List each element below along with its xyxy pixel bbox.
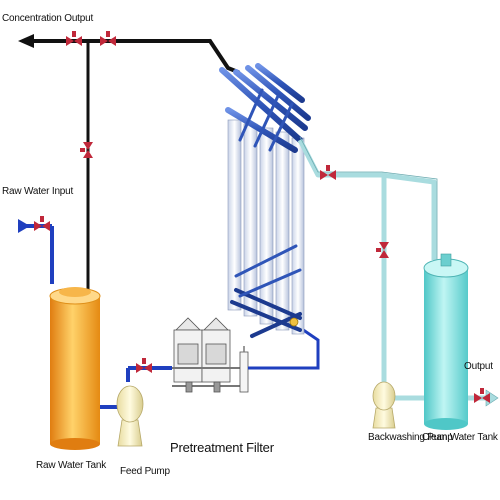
label-output: Output: [464, 361, 493, 372]
filter-to-membrane-line: [248, 323, 320, 370]
backwashing-pump: [372, 381, 396, 429]
valve-concentrate-2: [100, 31, 116, 46]
feed-pump: [116, 385, 144, 447]
valve-clean-output: [474, 388, 490, 403]
label-backwashing-pump: Backwashing Pump: [368, 432, 453, 443]
membrane-module-rack: [219, 63, 311, 338]
clean-water-tank: [423, 253, 469, 430]
permeate-line: [297, 138, 437, 260]
raw-water-tank: [49, 287, 101, 450]
raw-water-input-line: [22, 224, 54, 284]
valve-backwash: [376, 242, 389, 258]
label-feed-pump: Feed Pump: [120, 466, 170, 477]
membrane-cross-headers: [234, 88, 302, 298]
membrane-tubes: [227, 119, 305, 335]
label-concentration-output: Concentration Output: [2, 13, 94, 24]
valve-return: [80, 142, 93, 158]
label-raw-water-tank: Raw Water Tank: [36, 460, 107, 471]
label-raw-water-input: Raw Water Input: [2, 186, 74, 197]
pretreatment-filter: [172, 317, 249, 393]
membrane-inlet-port: [289, 317, 299, 327]
concentrate-output-arrow: [18, 34, 34, 48]
concentrate-output-line: [28, 39, 240, 74]
label-pretreatment-filter: Pretreatment Filter: [170, 440, 274, 455]
raw-water-input-arrow: [18, 219, 30, 233]
valve-feed: [136, 358, 152, 373]
permeate-line-outline: [299, 136, 438, 260]
valve-concentrate-1: [66, 31, 82, 46]
valve-permeate: [320, 165, 336, 180]
backwash-line: [381, 176, 424, 401]
label-clean-water-tank: Clean Water Tank: [422, 432, 498, 443]
valve-raw-input: [34, 216, 50, 231]
